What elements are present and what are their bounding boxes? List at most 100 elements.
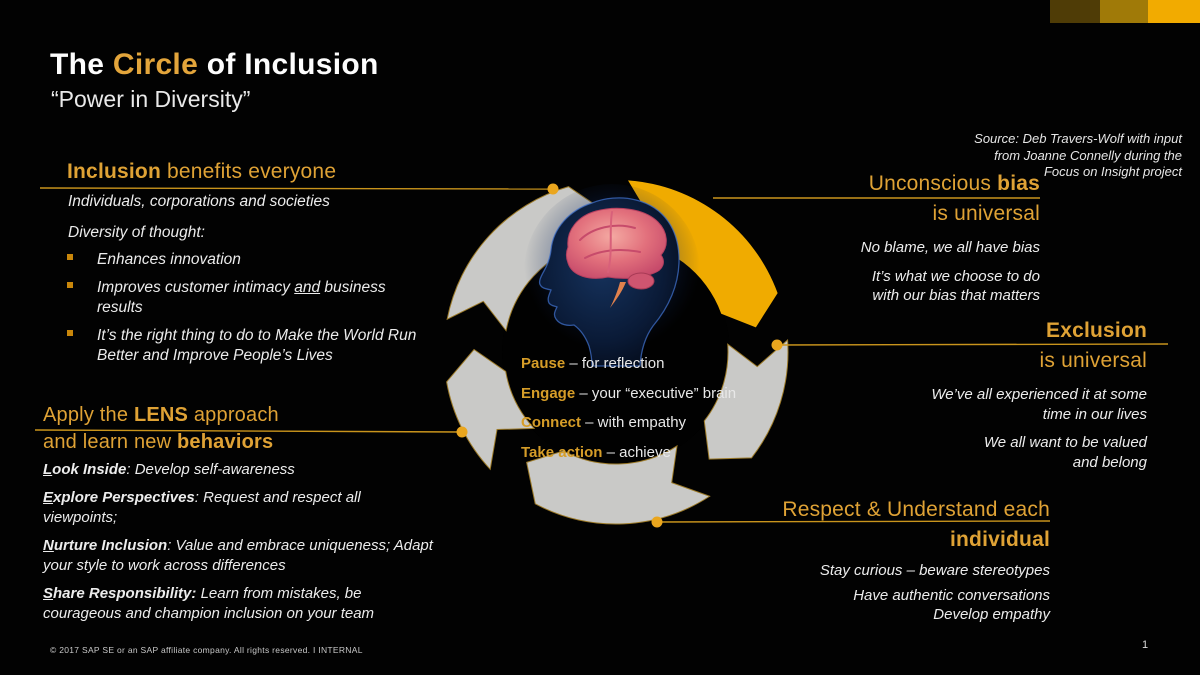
- lens-lead-rest: xplore Perspectives: [53, 489, 195, 506]
- lens-item-explore-perspectives: Explore Perspectives: Request and respec…: [43, 488, 395, 528]
- lens-item-sep: :: [167, 537, 176, 554]
- spacer: [861, 258, 1040, 267]
- brain-fold-line: [607, 211, 613, 273]
- page-subtitle: “Power in Diversity”: [51, 86, 251, 112]
- bullet-text-post: business results: [97, 279, 386, 316]
- section-respect-understand: Respect & Understand each individual Sta…: [782, 498, 1050, 625]
- exclusion-body-2-line2: and belong: [1072, 453, 1147, 471]
- spacer: [861, 226, 1040, 238]
- lens-h2-pre: and learn new: [43, 431, 178, 453]
- step-lead: Take action: [521, 443, 603, 461]
- connector-dot: [547, 183, 559, 195]
- step-lead: Connect: [521, 414, 581, 431]
- inclusion-paragraph-1: Individuals, corporations and societies: [68, 193, 330, 210]
- lens-h2-bold: behaviors: [177, 431, 274, 453]
- step-lead: Engage: [521, 384, 576, 402]
- section-unconscious-bias: Unconscious bias is universal No blame, …: [861, 172, 1040, 306]
- unconscious-body-1: No blame, we all have bias: [860, 239, 1040, 256]
- inclusion-bullet-2: Improves customer intimacy and business …: [67, 278, 407, 318]
- heading-lens-line1: Apply the LENS approach: [43, 404, 279, 427]
- connector-underline: [776, 343, 1169, 346]
- page-number: 1: [1142, 639, 1149, 651]
- connector-underline: [34, 429, 463, 433]
- title-post: of Inclusion: [198, 48, 379, 81]
- heading-exclusion-line1: Exclusion: [1046, 319, 1147, 342]
- exclusion-body-2-line1: We all want to be valued: [983, 434, 1147, 451]
- step-rest: – achieve: [602, 443, 671, 461]
- source-line: from Joanne Connelly during the: [994, 147, 1182, 163]
- corner-bar-bright: [1148, 0, 1200, 23]
- lens-items: Look Inside: Develop self-awareness Expl…: [43, 460, 441, 632]
- bullet-text: It’s the right thing to do to Make the W…: [97, 327, 417, 364]
- center-steps-list: Pause – for reflection Engage – your “ex…: [521, 349, 736, 467]
- step-rest: – your “executive” brain: [575, 384, 737, 402]
- lens-item-text: Request and respect all viewpoints;: [43, 489, 361, 526]
- step-lead: Pause: [521, 355, 566, 372]
- lens-item-lead: Nurture Inclusion: [43, 537, 167, 554]
- lens-lead-initial: E: [43, 489, 54, 506]
- connector-underline: [39, 187, 554, 190]
- source-line: Focus on Insight project: [1043, 164, 1182, 179]
- heading-respect-line2: individual: [949, 528, 1050, 551]
- heading-lens-line2: and learn new behaviors: [43, 431, 273, 454]
- lens-item-text: Value and embrace uniqueness; Adapt your…: [43, 537, 433, 574]
- bullet-square-icon: [67, 282, 73, 288]
- lens-lead-rest: urture Inclusion: [53, 537, 168, 554]
- brainstem-shape: [610, 282, 626, 308]
- inclusion-bullet-1: Enhances innovation: [67, 250, 241, 270]
- lens-item-sep: :: [126, 461, 135, 478]
- lens-item-lead: Share Responsibility:: [43, 585, 196, 602]
- spacer: [931, 373, 1147, 385]
- lens-item-share-responsibility: Share Responsibility: Learn from mistake…: [43, 584, 427, 624]
- heading-respect-line1: Respect & Understand each: [782, 498, 1050, 521]
- inclusion-paragraph-2: Diversity of thought:: [68, 224, 205, 241]
- center-step-engage: Engage – your “executive” brain: [521, 379, 736, 409]
- lens-item-look-inside: Look Inside: Develop self-awareness: [43, 460, 441, 480]
- heading-inclusion-benefits: Inclusion benefits everyone: [67, 160, 336, 184]
- bullet-text: Improves customer intimacy and business …: [97, 278, 407, 318]
- lens-lead-rest: ook Inside: [52, 461, 127, 478]
- respect-body-1: Stay curious – beware stereotypes: [819, 562, 1050, 579]
- respect-body-2: Have authentic conversations: [853, 586, 1050, 604]
- cycle-segment-left: [446, 348, 536, 471]
- lens-lead-initial: L: [43, 461, 53, 478]
- exclusion-body-1-line1: We’ve all experienced it at some: [931, 386, 1147, 403]
- bullet-text-pre: Improves customer intimacy: [97, 279, 295, 296]
- lens-item-text: Learn from mistakes, be courageous and c…: [43, 585, 375, 622]
- heading-inclusion-rest: benefits everyone: [160, 160, 337, 183]
- cycle-segment-right: [703, 338, 789, 460]
- exclusion-body-1-line2: time in our lives: [1042, 405, 1147, 423]
- lens-h1-pre: Apply the: [43, 404, 134, 426]
- brain-fold-line: [579, 224, 636, 241]
- corner-bar-dark: [1050, 0, 1100, 23]
- source-note: Source: Deb Travers-Wolf with input from…: [974, 131, 1182, 181]
- step-rest: – with empathy: [581, 414, 687, 431]
- unconscious-h1-pre: Unconscious: [868, 172, 998, 195]
- bullet-square-icon: [67, 254, 73, 260]
- lens-item-sep: :: [194, 489, 204, 506]
- center-step-pause: Pause – for reflection: [521, 349, 736, 379]
- connector-dot: [771, 339, 783, 351]
- respect-body-3: Develop empathy: [933, 606, 1050, 623]
- spacer: [782, 552, 1050, 561]
- title-highlight: Circle: [112, 48, 199, 81]
- connector-underline: [656, 520, 1051, 523]
- lens-item-lead: Look Inside: [43, 461, 126, 478]
- lens-item-text: Develop self-awareness: [134, 461, 295, 478]
- bullet-text-underlined: and: [294, 279, 321, 296]
- unconscious-body-2-line2: with our bias that matters: [872, 287, 1040, 304]
- unconscious-h1-bold: bias: [997, 172, 1040, 195]
- copyright-footer: © 2017 SAP SE or an SAP affiliate compan…: [50, 645, 363, 655]
- bullet-square-icon: [67, 330, 73, 336]
- center-step-connect: Connect – with empathy: [521, 408, 736, 438]
- section-exclusion: Exclusion is universal We’ve all experie…: [931, 319, 1147, 472]
- lens-lead-initial: S: [43, 585, 54, 602]
- inclusion-bullet-3: It’s the right thing to do to Make the W…: [67, 326, 419, 366]
- lens-lead-initial: N: [43, 537, 54, 554]
- lens-h1-bold: LENS: [133, 404, 189, 426]
- step-rest: – for reflection: [565, 355, 665, 372]
- heading-unconscious-line2: is universal: [932, 202, 1040, 225]
- cerebellum-shape: [627, 272, 655, 290]
- brain-shape: [566, 207, 667, 279]
